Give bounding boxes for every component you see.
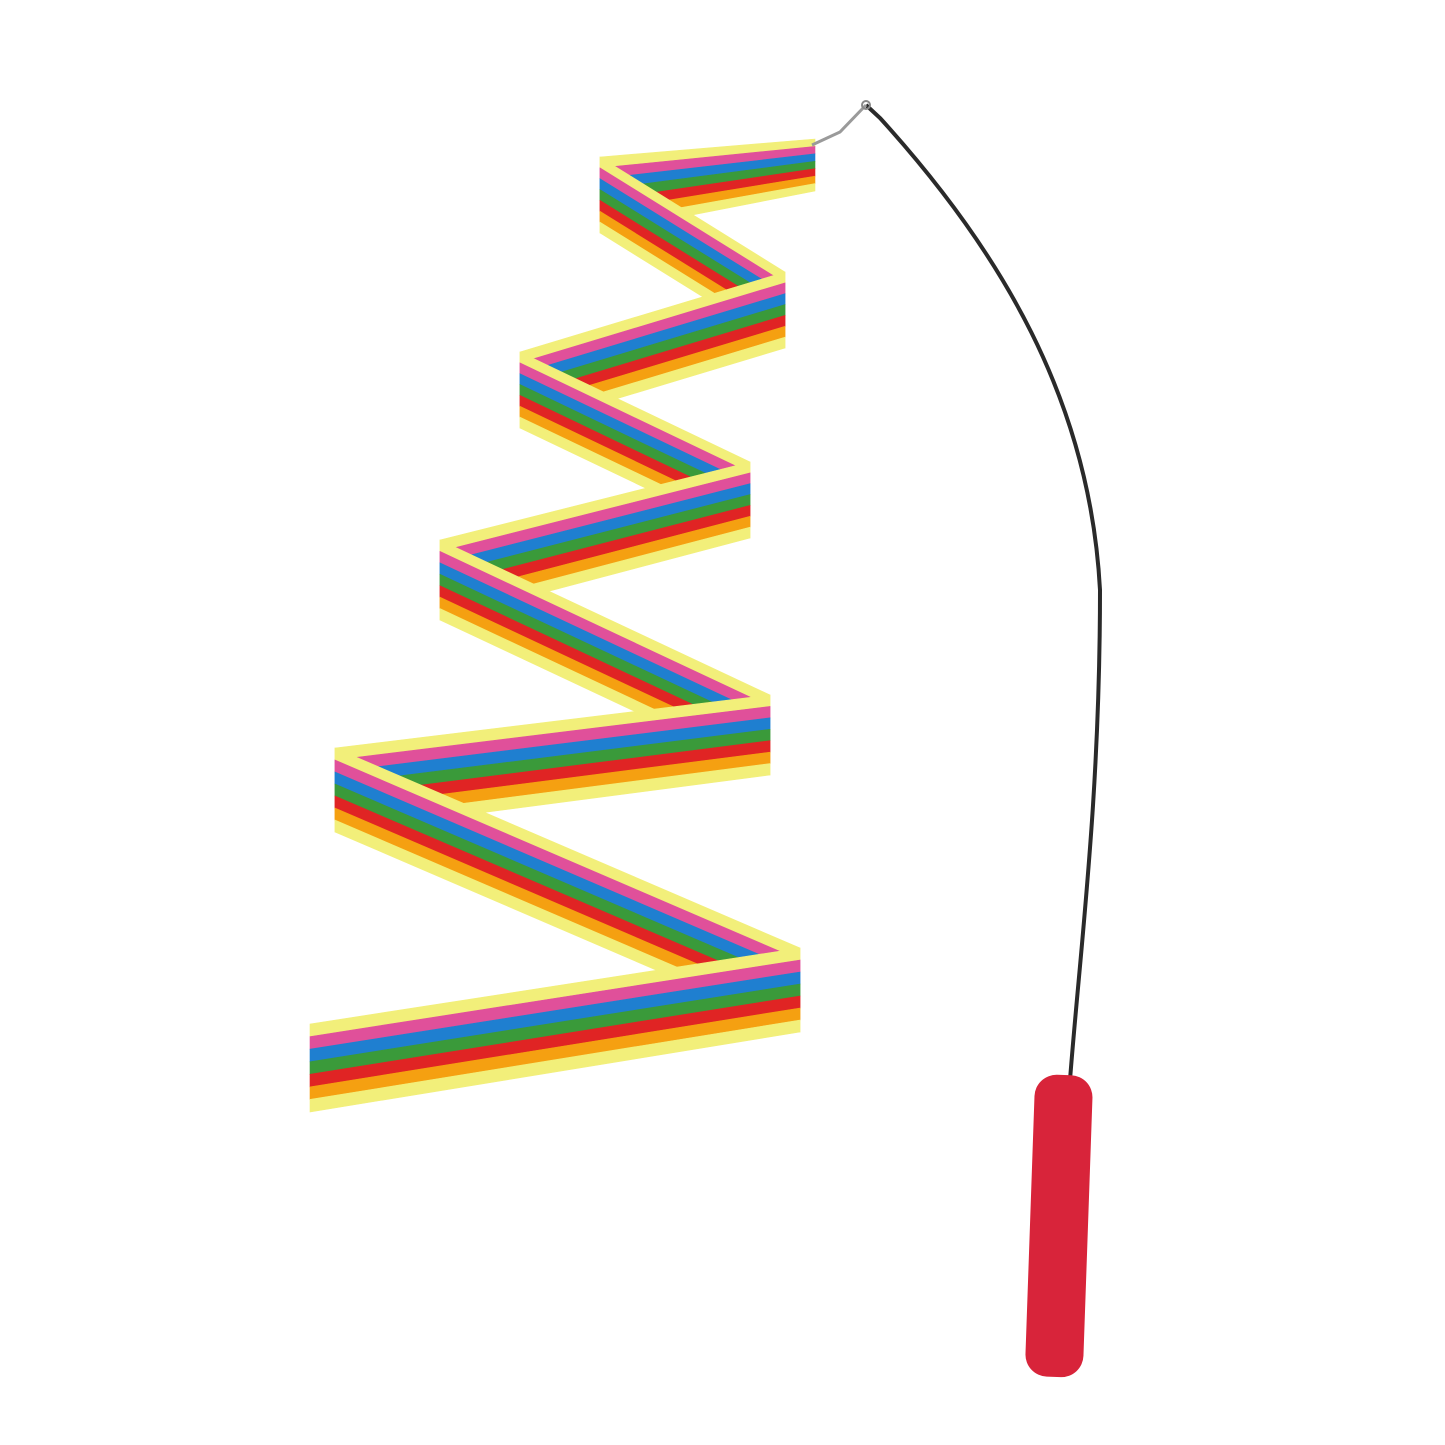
ribbon-stripe bbox=[334, 771, 801, 985]
rainbow-ribbon bbox=[309, 138, 816, 1113]
ribbon-stripe bbox=[309, 1019, 801, 1113]
ribbon-segment bbox=[309, 947, 801, 1113]
wand bbox=[811, 100, 1103, 1378]
wand-handle bbox=[1025, 1074, 1093, 1378]
ribbon-segment bbox=[439, 461, 751, 621]
wand-rod bbox=[864, 103, 1103, 1081]
wand-clasp bbox=[811, 103, 868, 147]
wand-tip-ring bbox=[861, 100, 871, 110]
ribbon-segment bbox=[519, 351, 751, 539]
